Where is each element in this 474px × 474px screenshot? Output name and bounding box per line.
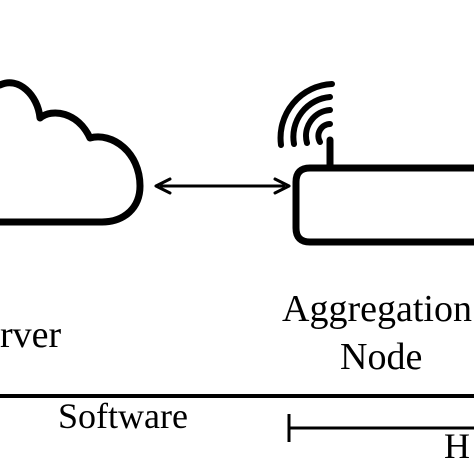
cloud-icon [0, 79, 144, 226]
bidirectional-arrow [154, 177, 291, 195]
software-layer-label: Software [58, 396, 188, 436]
router-icon [277, 81, 474, 246]
server-label: rver [0, 314, 62, 356]
aggregation-node-label-line1: Aggregation [282, 288, 472, 330]
hardware-range-bracket [287, 414, 474, 442]
aggregation-node-label-line2: Node [340, 336, 423, 378]
hardware-layer-label: H [444, 426, 470, 466]
wifi-signal-icon [277, 81, 335, 148]
